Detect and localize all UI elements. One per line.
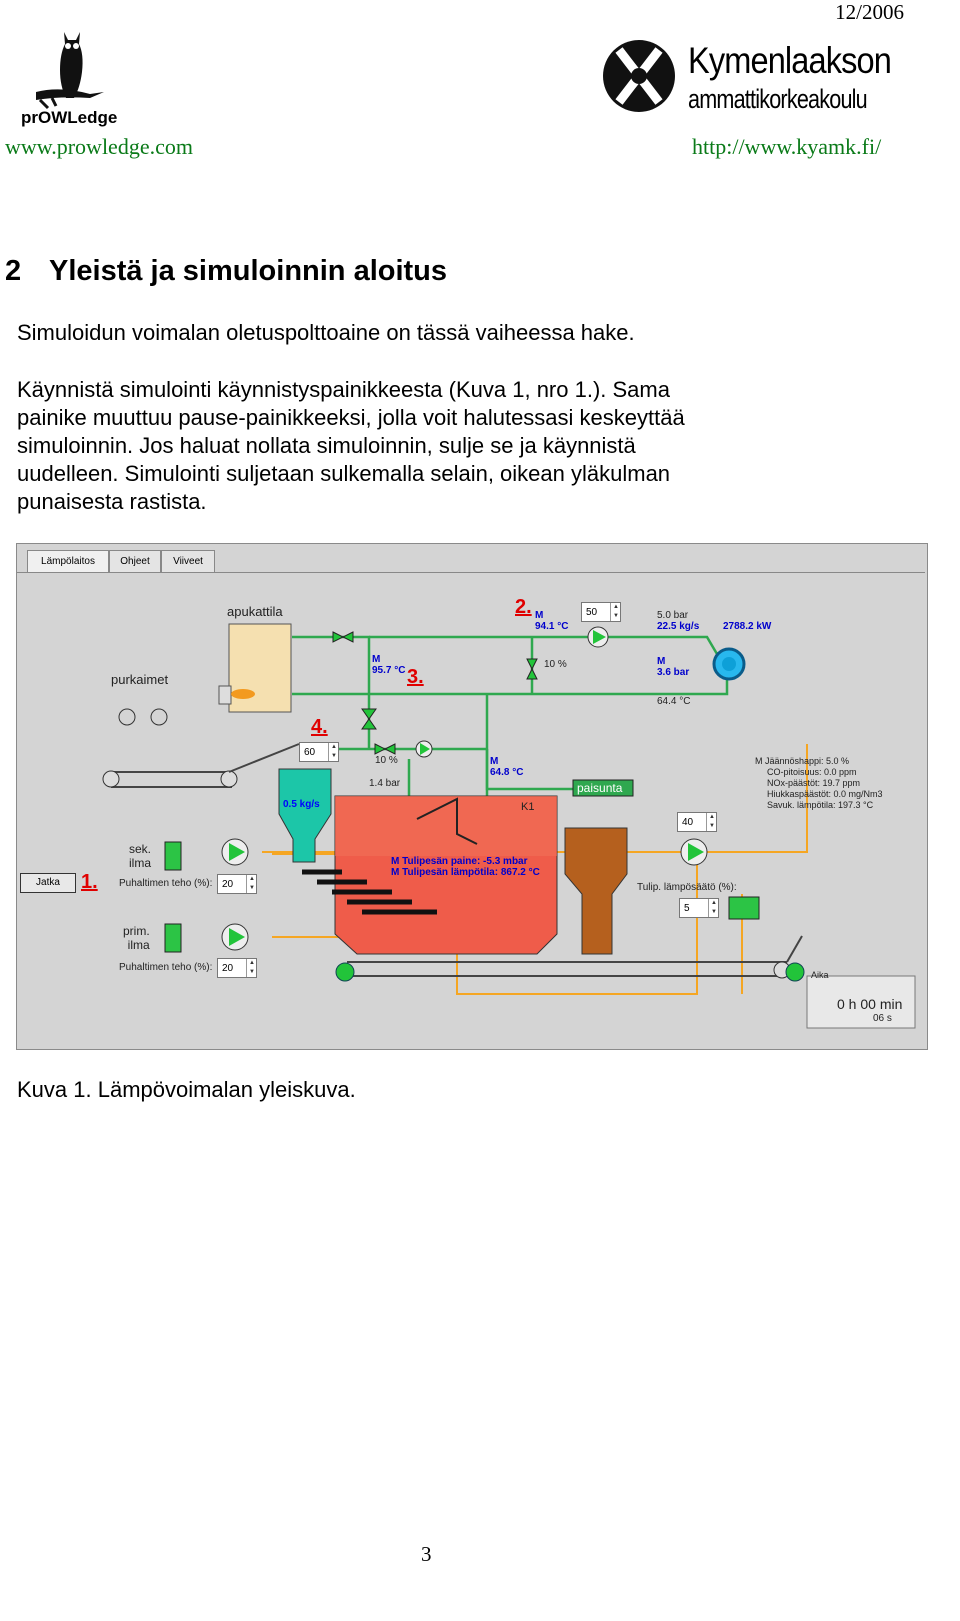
readout-furnace-temp: M Tulipesän lämpötila: 867.2 °C (391, 867, 540, 878)
document-date: 12/2006 (835, 0, 904, 24)
marker-1: 1. (81, 871, 98, 893)
spinner-sek-fan[interactable]: 20 (217, 874, 257, 894)
kyamk-logo-line1: Kymenlaakson (688, 40, 892, 81)
kyamk-logo-icon (601, 32, 681, 120)
fan-power-label-1: Puhaltimen teho (%): (119, 878, 213, 889)
tab-viiveet[interactable]: Viiveet (161, 550, 215, 573)
marker-4: 4. (311, 716, 328, 738)
clock-seconds: 06 s (873, 1013, 892, 1024)
prowledge-logo-text: prOWLedge (21, 108, 118, 127)
section-number: 2 (5, 255, 22, 287)
kyamk-logo-line2: ammattikorkeakoulu (688, 84, 868, 114)
readout-pressure-36: M 3.6 bar (657, 656, 690, 678)
readout-oxygen: M Jäännöshappi: 5.0 % (755, 756, 850, 766)
simulator-screenshot: Lämpölaitos Ohjeet Viiveet (16, 543, 928, 1050)
readout-furnace-pressure: M Tulipesän paine: -5.3 mbar (391, 856, 528, 867)
spinner-40[interactable]: 40 (677, 812, 717, 832)
paragraph-line: Käynnistä simulointi käynnistyspainikkee… (17, 377, 670, 402)
tab-ohjeet[interactable]: Ohjeet (109, 550, 161, 573)
figure-caption: Kuva 1. Lämpövoimalan yleiskuva. (17, 1077, 356, 1102)
readout-temp-94: M 94.1 °C (535, 610, 569, 632)
fan-power-label-2: Puhaltimen teho (%): (119, 962, 213, 973)
prowledge-url[interactable]: www.prowledge.com (5, 134, 193, 159)
paragraph-line: punaisesta rastista. (17, 489, 207, 514)
readout-fuel-flow: 0.5 kg/s (283, 799, 320, 810)
readout-pressure-14: 1.4 bar (369, 778, 401, 789)
clock-time: 0 h 00 min (837, 996, 903, 1012)
jatka-button[interactable]: Jatka (20, 873, 76, 893)
spinner-tulip[interactable]: 5 (679, 898, 719, 918)
sek-ilma-label: sek. ilma (129, 842, 152, 870)
paragraph-line: uudelleen. Simulointi suljetaan sulkemal… (17, 461, 671, 486)
plant-diagram (102, 623, 916, 1029)
marker-3: 3. (407, 666, 424, 688)
paragraph-line: simuloinnin. Jos haluat nollata simuloin… (17, 433, 636, 458)
paragraph-fuel: Simuloidun voimalan oletuspolttoaine on … (17, 320, 635, 345)
k1-label: K1 (521, 801, 535, 813)
tulip-label: Tulip. lämpösäätö (%): (637, 882, 737, 893)
readout-co: CO-pitoisuus: 0.0 ppm (767, 767, 857, 777)
page-number: 3 (421, 1542, 432, 1566)
readout-power: 2788.2 kW (723, 621, 772, 632)
readout-valve-10a: 10 % (544, 659, 567, 670)
marker-2: 2. (515, 596, 532, 618)
paisunta-label: paisunta (577, 781, 623, 795)
tab-lampolaitos[interactable]: Lämpölaitos (27, 550, 109, 573)
apukattila-label: apukattila (227, 604, 283, 619)
readout-temp-644: 64.4 °C (657, 696, 691, 707)
spinner-50[interactable]: 50 (581, 602, 621, 622)
readout-nox: NOx-päästöt: 19.7 ppm (767, 778, 861, 788)
readout-flue-temp: Savuk. lämpötila: 197.3 °C (767, 800, 874, 810)
paragraph-line: painike muuttuu pause-painikkeeksi, joll… (17, 405, 685, 430)
section-title: Yleistä ja simuloinnin aloitus (49, 255, 448, 287)
prim-ilma-label: prim. ilma (123, 924, 150, 952)
readout-temp-95: M 95.7 °C (372, 654, 406, 676)
spinner-prim-fan[interactable]: 20 (217, 958, 257, 978)
readout-flow: 22.5 kg/s (657, 621, 700, 632)
readout-valve-10b: 10 % (375, 755, 398, 766)
purkaimet-label: purkaimet (111, 672, 169, 687)
readout-temp-64: M 64.8 °C (490, 756, 524, 778)
aika-label: Aika (811, 970, 829, 980)
readout-bar-50: 5.0 bar (657, 610, 689, 621)
spinner-60[interactable]: 60 (299, 742, 339, 762)
kyamk-url[interactable]: http://www.kyamk.fi/ (692, 134, 882, 159)
owl-logo-icon (30, 26, 110, 110)
readout-particles: Hiukkaspäästöt: 0.0 mg/Nm3 (767, 789, 883, 799)
